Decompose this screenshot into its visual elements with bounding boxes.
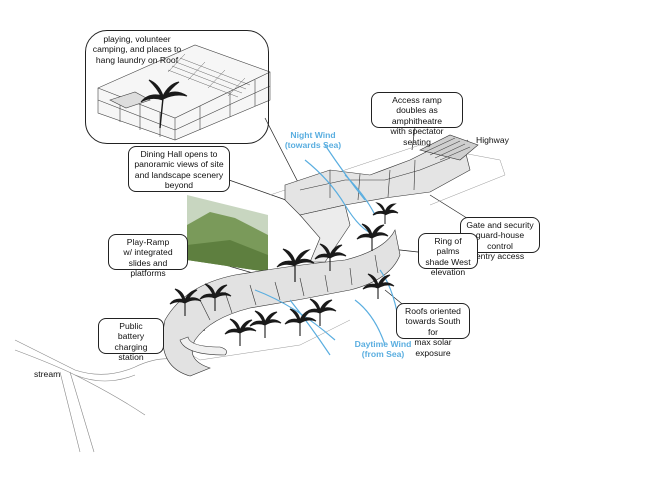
roof-inset-palm [140, 79, 188, 129]
roofs-south-callout: Roofs oriented towards South for max sol… [396, 303, 470, 358]
palm-tree [356, 223, 389, 251]
palm-tree [276, 248, 315, 282]
roof-callout: playing, volunteer camping, and places t… [92, 34, 182, 65]
palm-tree [199, 283, 232, 311]
palm-tree [362, 273, 395, 299]
palm-tree [304, 298, 337, 326]
ramp-callout: Access ramp doubles as amphitheatre with… [371, 92, 463, 147]
palms-callout: Ring of palms shade West elevation [418, 233, 478, 277]
roof-inset-frame [85, 30, 269, 144]
lower-building-wing [162, 229, 401, 377]
stream-lines [14, 339, 176, 453]
roof-inset-drawing [97, 44, 271, 141]
palm-tree [372, 202, 399, 224]
daytime-wind-label: Daytime Wind (from Sea) [354, 339, 412, 360]
stream-label: stream [34, 369, 61, 379]
palm-tree [314, 243, 347, 271]
play-ramp-callout: Play-Ramp w/ integrated slides and platf… [108, 234, 188, 278]
palm-tree [224, 318, 257, 346]
highway-label: Highway [476, 135, 509, 145]
battery-callout: Public battery charging station [98, 318, 164, 362]
dining-callout: Dining Hall opens to panoramic views of … [128, 146, 230, 192]
palm-tree [249, 310, 282, 338]
night-wind-label: Night Wind (towards Sea) [284, 130, 342, 151]
palm-tree [169, 288, 202, 316]
palm-trees [169, 202, 399, 346]
landscape-photo [187, 195, 268, 272]
